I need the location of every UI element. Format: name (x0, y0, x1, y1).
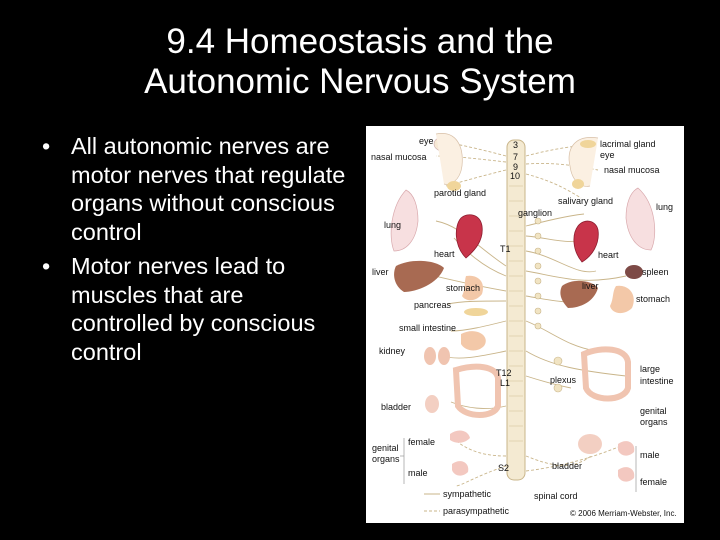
label-segment-9: 9 (513, 162, 518, 172)
label-male-left: male (408, 468, 428, 478)
label-eye-right: eye (600, 150, 615, 160)
label-bladder-center: bladder (552, 461, 582, 471)
right-heart-drawing (573, 220, 599, 263)
label-large-intestine-1: large (640, 364, 660, 374)
left-stomach-drawing (462, 275, 484, 301)
label-genital-organs-right-2: organs (640, 417, 668, 427)
label-bladder-left: bladder (381, 402, 411, 412)
bullet-icon: • (42, 253, 51, 279)
left-heart-drawing (455, 214, 483, 259)
right-male-organs-drawing (618, 441, 635, 456)
right-lung-drawing (625, 187, 656, 251)
label-salivary-gland: salivary gland (558, 196, 613, 206)
label-lacrimal-gland: lacrimal gland (600, 139, 656, 149)
label-stomach-left: stomach (446, 283, 480, 293)
label-pancreas: pancreas (414, 300, 452, 310)
left-head-drawing (435, 133, 463, 185)
left-female-organs-drawing (450, 430, 470, 443)
legend-sympathetic: sympathetic (443, 489, 492, 499)
label-l1: L1 (500, 378, 510, 388)
organ-illustrations (390, 133, 656, 482)
bullet-item: • Motor nerves lead to muscles that are c… (40, 252, 350, 366)
label-t12: T12 (496, 368, 512, 378)
right-colon-drawing (580, 346, 631, 402)
label-s2: S2 (498, 463, 509, 473)
left-intestine-drawing (461, 331, 486, 351)
label-female-right: female (640, 477, 667, 487)
bullet-text: All autonomic nerves are motor nerves th… (71, 133, 346, 245)
bullet-icon: • (42, 133, 51, 159)
label-male-right: male (640, 450, 660, 460)
slide-title-line-1: 9.4 Homeostasis and the (166, 22, 554, 61)
label-nasal-mucosa-left: nasal mucosa (371, 152, 427, 162)
label-heart-right: heart (598, 250, 619, 260)
label-t1: T1 (500, 244, 511, 254)
slide-title-line-2: Autonomic Nervous System (144, 62, 576, 101)
label-segment-10: 10 (510, 171, 520, 181)
label-lung-right: lung (656, 202, 673, 212)
label-stomach-right: stomach (636, 294, 670, 304)
label-spleen: spleen (642, 267, 669, 277)
label-kidney: kidney (379, 346, 406, 356)
label-small-intestine: small intestine (399, 323, 456, 333)
label-segment-7: 7 (513, 152, 518, 162)
label-large-intestine-2: intestine (640, 376, 674, 386)
right-bladder-drawing (578, 434, 602, 454)
left-bladder-drawing (425, 395, 439, 413)
label-parotid-gland: parotid gland (434, 188, 486, 198)
left-male-organs-drawing (452, 461, 469, 476)
right-spleen-drawing (625, 265, 643, 279)
right-liver-drawing (560, 280, 598, 308)
left-colon-drawing (452, 363, 501, 418)
label-nasal-mucosa-right: nasal mucosa (604, 165, 660, 175)
left-kidney-drawing (424, 347, 436, 365)
label-genital-organs-left-2: organs (372, 454, 400, 464)
label-genital-organs-right-1: genital (640, 406, 667, 416)
label-plexus: plexus (550, 375, 577, 385)
legend-parasympathetic: parasympathetic (443, 506, 510, 516)
label-heart-left: heart (434, 249, 455, 259)
label-spinal-cord: spinal cord (534, 491, 578, 501)
label-segment-3: 3 (513, 140, 518, 150)
label-genital-organs-left-1: genital (372, 443, 399, 453)
left-pancreas-drawing (464, 308, 488, 316)
label-female-left: female (408, 437, 435, 447)
left-parotid-drawing (447, 181, 461, 191)
right-lacrimal-drawing (580, 140, 596, 148)
left-lung-drawing (390, 189, 419, 252)
right-stomach-drawing (610, 285, 634, 314)
label-ganglion: ganglion (518, 208, 552, 218)
right-salivary-drawing (572, 179, 584, 189)
label-eye-left: eye (419, 136, 434, 146)
autonomic-nervous-system-diagram: eye nasal mucosa parotid gland lung hear… (366, 126, 684, 523)
left-liver-drawing (394, 260, 444, 292)
slide-title: 9.4 Homeostasis and the Autonomic Nervou… (0, 22, 720, 102)
copyright-notice: © 2006 Merriam-Webster, Inc. (570, 509, 677, 518)
spinal-cord-drawing (506, 139, 563, 481)
left-kidney-drawing (438, 347, 450, 365)
label-liver-right: liver (582, 281, 599, 291)
right-female-organs-drawing (618, 467, 635, 482)
label-lung-left: lung (384, 220, 401, 230)
bullet-text: Motor nerves lead to muscles that are co… (71, 253, 316, 365)
label-liver-left: liver (372, 267, 389, 277)
bullet-list: • All autonomic nerves are motor nerves t… (40, 132, 350, 372)
bullet-item: • All autonomic nerves are motor nerves t… (40, 132, 350, 246)
